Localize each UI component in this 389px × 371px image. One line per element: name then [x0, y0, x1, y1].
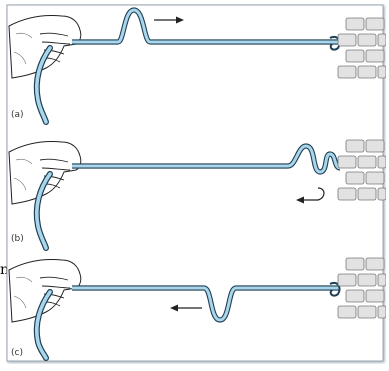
panel-a	[8, 7, 386, 125]
stray-text: n	[0, 262, 10, 278]
arrow-icon	[170, 304, 202, 312]
frame-border	[6, 4, 384, 362]
figure-frame: (a) (b) (c)	[6, 4, 386, 364]
wall-icon	[337, 17, 386, 79]
arrow-icon	[296, 187, 325, 204]
panel-c	[8, 257, 386, 361]
panel-label-a: (a)	[11, 110, 24, 120]
panel-label-b: (b)	[11, 234, 24, 244]
panel-label-c: (c)	[11, 348, 23, 358]
wall-icon	[337, 139, 386, 201]
panel-b	[8, 139, 386, 251]
wall-icon	[337, 257, 386, 319]
arrow-icon	[154, 16, 184, 24]
